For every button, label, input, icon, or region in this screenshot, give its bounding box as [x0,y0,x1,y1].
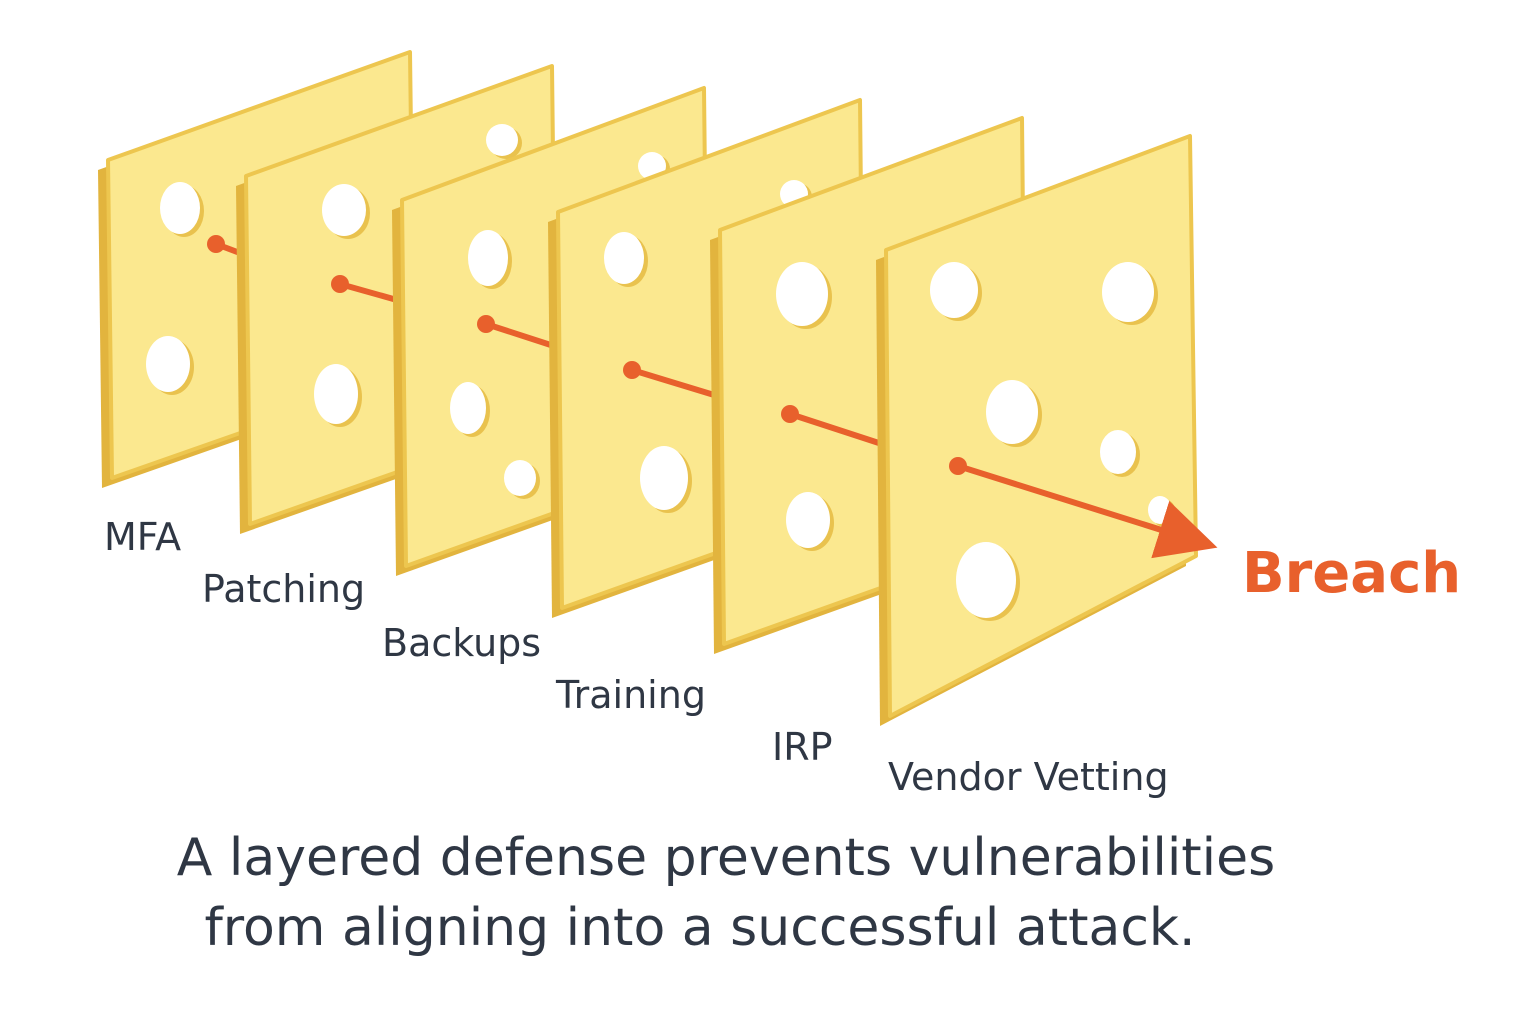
hole [640,446,688,510]
layer-label-irp: IRP [772,725,833,769]
hole [450,382,486,434]
attack-path-segment [483,321,563,351]
hole [468,230,508,286]
layer-label-backups: Backups [382,621,541,665]
caption-line-1: A layered defense prevents vulnerabiliti… [177,828,1275,888]
attack-path-dot [949,457,967,475]
hole [776,262,828,326]
hole [160,182,200,234]
hole [956,542,1016,618]
hole [604,232,644,284]
hole [786,492,830,548]
attack-path-dot [207,235,225,253]
layer-label-training: Training [555,673,706,717]
layer-label-mfa: MFA [104,515,181,559]
hole [1100,430,1136,474]
attack-path-dot [331,275,349,293]
hole [314,364,358,424]
attack-path-segment [629,367,727,401]
hole [1102,262,1154,322]
hole [986,380,1038,444]
breach-label: Breach [1242,541,1461,606]
attack-path-segment [955,463,1218,559]
cheese-slice-vendor-vetting [876,134,1218,726]
attack-path-dot [623,361,641,379]
layer-label-patching: Patching [202,567,365,611]
hole [1148,496,1172,524]
hole [930,262,978,318]
cheese-slices [98,50,1218,726]
attack-path-segment [787,411,891,449]
hole [146,336,190,392]
hole [322,184,366,236]
layer-label-vendor-vetting: Vendor Vetting [888,755,1169,799]
hole [486,124,518,156]
caption-line-2: from aligning into a successful attack. [204,898,1195,958]
attack-path-dot [781,405,799,423]
attack-path-dot [477,315,495,333]
hole [504,460,536,496]
layer-labels: MFA Patching Backups Training IRP Vendor… [104,515,1169,799]
